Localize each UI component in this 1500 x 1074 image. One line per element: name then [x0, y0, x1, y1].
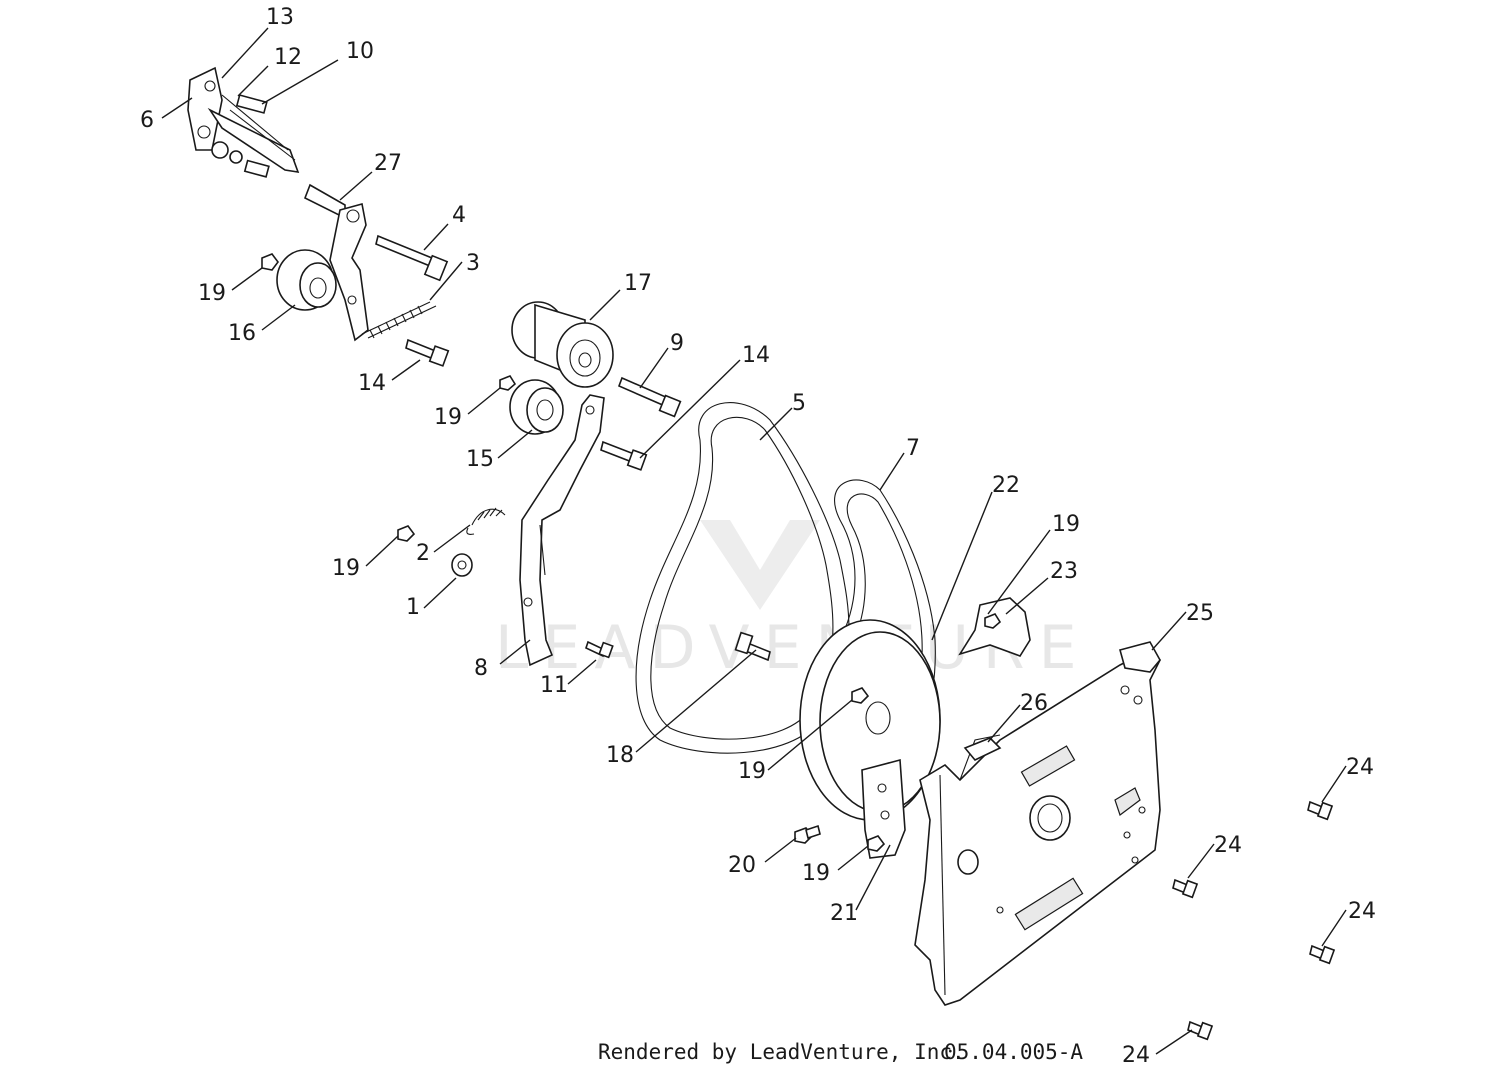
large-pulley-22 [799, 619, 941, 821]
callout-24-d: 24 [1122, 1043, 1150, 1068]
bracket-arm-8 [519, 394, 605, 667]
callout-10: 10 [346, 39, 374, 64]
callout-19-a: 19 [198, 281, 226, 306]
callout-24-a: 24 [1346, 755, 1374, 780]
callout-23: 23 [1050, 559, 1078, 584]
callout-24-b: 24 [1214, 833, 1242, 858]
callout-5: 5 [792, 391, 806, 416]
callout-19-f: 19 [802, 861, 830, 886]
washer-1 [451, 553, 473, 577]
callout-11: 11 [540, 673, 568, 698]
main-plate [914, 641, 1161, 1006]
bolt-24-b [1172, 878, 1199, 899]
callout-14-a: 14 [358, 371, 386, 396]
nut-19-b [397, 525, 416, 542]
footer-diagram-code: 05.04.005-A [944, 1040, 1084, 1064]
bolt-9 [617, 376, 682, 418]
bolt-14-lower [600, 440, 648, 471]
bolt-24-a [1307, 800, 1334, 821]
screw-20 [794, 824, 821, 844]
callout-9: 9 [670, 331, 684, 356]
callout-6: 6 [140, 108, 154, 133]
callout-18: 18 [606, 743, 634, 768]
stud-18 [734, 631, 771, 662]
callout-19-b: 19 [434, 405, 462, 430]
idler-arm [303, 183, 369, 342]
bolt-24-c [1309, 944, 1336, 965]
callout-24-c: 24 [1348, 899, 1376, 924]
callout-19-c: 19 [1052, 512, 1080, 537]
callout-27: 27 [374, 151, 402, 176]
callout-20: 20 [728, 853, 756, 878]
callout-19-d: 19 [332, 556, 360, 581]
bolt-24-d [1187, 1020, 1214, 1041]
nut-19-a [261, 253, 279, 271]
callout-17: 17 [624, 271, 652, 296]
callout-25: 25 [1186, 601, 1214, 626]
callout-16: 16 [228, 321, 256, 346]
callout-1: 1 [406, 595, 420, 620]
bolt-4 [375, 234, 449, 282]
double-pulley-17 [511, 301, 614, 388]
bracket-21 [861, 758, 906, 859]
callout-3: 3 [466, 251, 480, 276]
callout-26: 26 [1020, 691, 1048, 716]
bearing-pulley-15 [499, 375, 564, 435]
callout-4: 4 [452, 203, 466, 228]
callout-22: 22 [992, 473, 1020, 498]
callout-12: 12 [274, 45, 302, 70]
bolt-11 [585, 640, 614, 659]
callout-15: 15 [466, 447, 494, 472]
callout-13: 13 [266, 5, 294, 30]
callout-21: 21 [830, 901, 858, 926]
bolt-14-upper [405, 338, 450, 367]
callout-19-e: 19 [738, 759, 766, 784]
callout-7: 7 [906, 436, 920, 461]
callout-8: 8 [474, 656, 488, 681]
callout-2: 2 [416, 541, 430, 566]
spring-3 [361, 301, 437, 339]
spring-2 [466, 507, 506, 535]
callout-14-b: 14 [742, 343, 770, 368]
upper-bracket-assembly [187, 66, 300, 178]
leader-lines [161, 27, 1347, 1055]
footer-credit: Rendered by LeadVenture, Inc. [598, 1040, 965, 1064]
callout-labels: 13 12 10 6 27 4 3 19 16 14 17 9 14 19 15… [140, 5, 1376, 1068]
idler-pulley-16 [276, 249, 337, 311]
bracket-23 [958, 597, 1031, 657]
